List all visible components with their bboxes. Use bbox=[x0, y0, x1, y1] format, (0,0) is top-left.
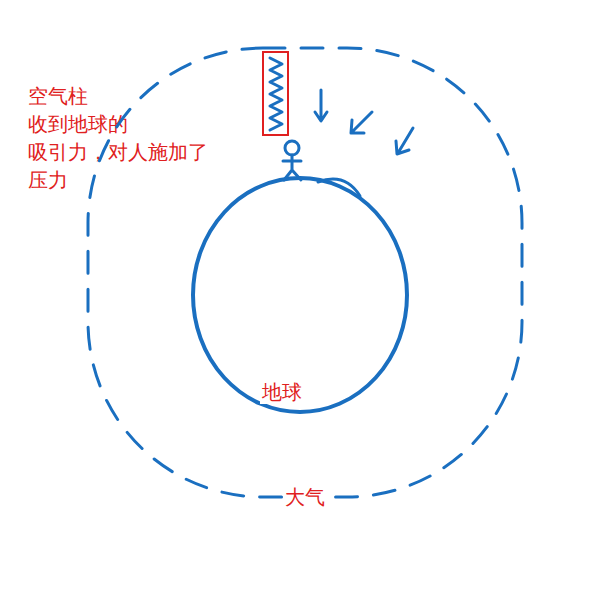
air-column-box bbox=[263, 52, 288, 135]
pressure-arrow bbox=[396, 128, 413, 154]
earth-outline bbox=[190, 175, 410, 415]
annotation-text: 空气柱 收到地球的 吸引力，对人施加了 压力 bbox=[28, 82, 243, 194]
earth-circle: 地球 bbox=[190, 175, 410, 415]
atmosphere-region: 大气地球 bbox=[85, 45, 525, 500]
atmosphere-label: 大气 bbox=[283, 485, 327, 509]
annotation-note: 空气柱 收到地球的 吸引力，对人施加了 压力 bbox=[28, 82, 243, 194]
air-column-scribble bbox=[270, 58, 282, 130]
pressure-arrow bbox=[351, 112, 372, 133]
person-head bbox=[285, 141, 299, 155]
atmosphere-outline bbox=[85, 45, 525, 500]
earth-label: 地球 bbox=[260, 380, 304, 404]
pressure-arrow bbox=[315, 90, 327, 121]
